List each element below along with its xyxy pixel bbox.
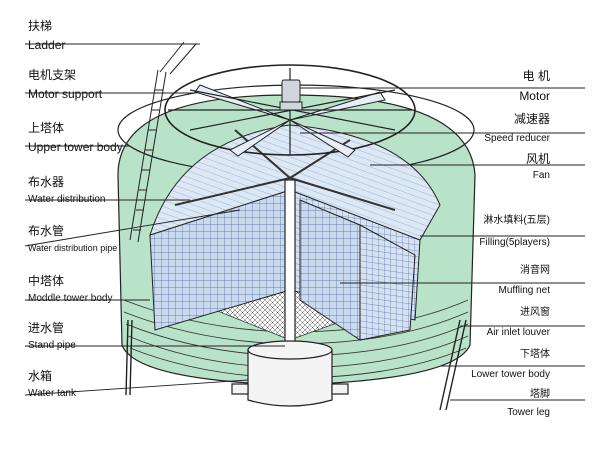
label-fan-en: Fan <box>532 170 550 181</box>
label-fan-zh: 风机 <box>525 152 550 166</box>
tower-legs <box>125 319 467 411</box>
label-filling-en: Filling(5players) <box>479 237 550 248</box>
label-stand-pipe-en: Stand pipe <box>28 340 76 351</box>
label-ladder-en: Ladder <box>28 38 66 52</box>
label-water-distribution-en: Water distribution <box>28 194 106 205</box>
label-air-inlet-louver-en: Air inlet louver <box>486 327 550 338</box>
label-lower-tower-body-zh: 下塔体 <box>520 349 550 360</box>
label-lower-tower-body-en: Lower tower body <box>471 369 550 380</box>
label-water-tank-zh: 水箱 <box>28 369 53 383</box>
label-tower-leg-en: Tower leg <box>507 407 550 418</box>
ladder <box>129 41 197 243</box>
label-motor-support-en: Motor support <box>28 87 103 101</box>
label-water-distribution-pipe-zh: 布水管 <box>28 224 65 238</box>
label-muffling-net-zh: 消音网 <box>520 265 550 276</box>
motor <box>279 79 303 111</box>
label-upper-tower-body-en: Upper tower body <box>28 140 123 154</box>
label-upper-tower-body-zh: 上塔体 <box>28 121 65 135</box>
label-ladder-zh: 扶梯 <box>28 19 53 33</box>
label-speed-reducer-zh: 减速器 <box>513 112 550 126</box>
label-motor-en: Motor <box>519 89 550 103</box>
label-air-inlet-louver-zh: 进风窗 <box>520 307 550 318</box>
label-motor-support-zh: 电机支架 <box>28 68 77 82</box>
leader-lines <box>24 43 585 401</box>
label-water-distribution-zh: 布水器 <box>28 175 65 189</box>
label-muffling-net-en: Muffling net <box>498 285 550 296</box>
fan-blades <box>194 84 386 158</box>
label-tower-leg-zh: 塔脚 <box>530 389 550 400</box>
label-middle-tower-body-en: Moddle tower body <box>28 293 113 304</box>
label-water-tank-en: Water tank <box>28 388 76 399</box>
water-tank <box>231 340 349 407</box>
filling-right-face <box>359 224 416 341</box>
label-motor-zh: 电 机 <box>522 69 550 83</box>
label-middle-tower-body-zh: 中塔体 <box>28 274 65 288</box>
label-stand-pipe-zh: 进水管 <box>28 321 65 335</box>
label-speed-reducer-en: Speed reducer <box>484 133 550 144</box>
stand-pipe <box>284 179 296 351</box>
label-water-distribution-pipe-en: Water distribution pipe <box>28 243 118 253</box>
label-filling-zh: 淋水填料(五层) <box>483 215 550 226</box>
